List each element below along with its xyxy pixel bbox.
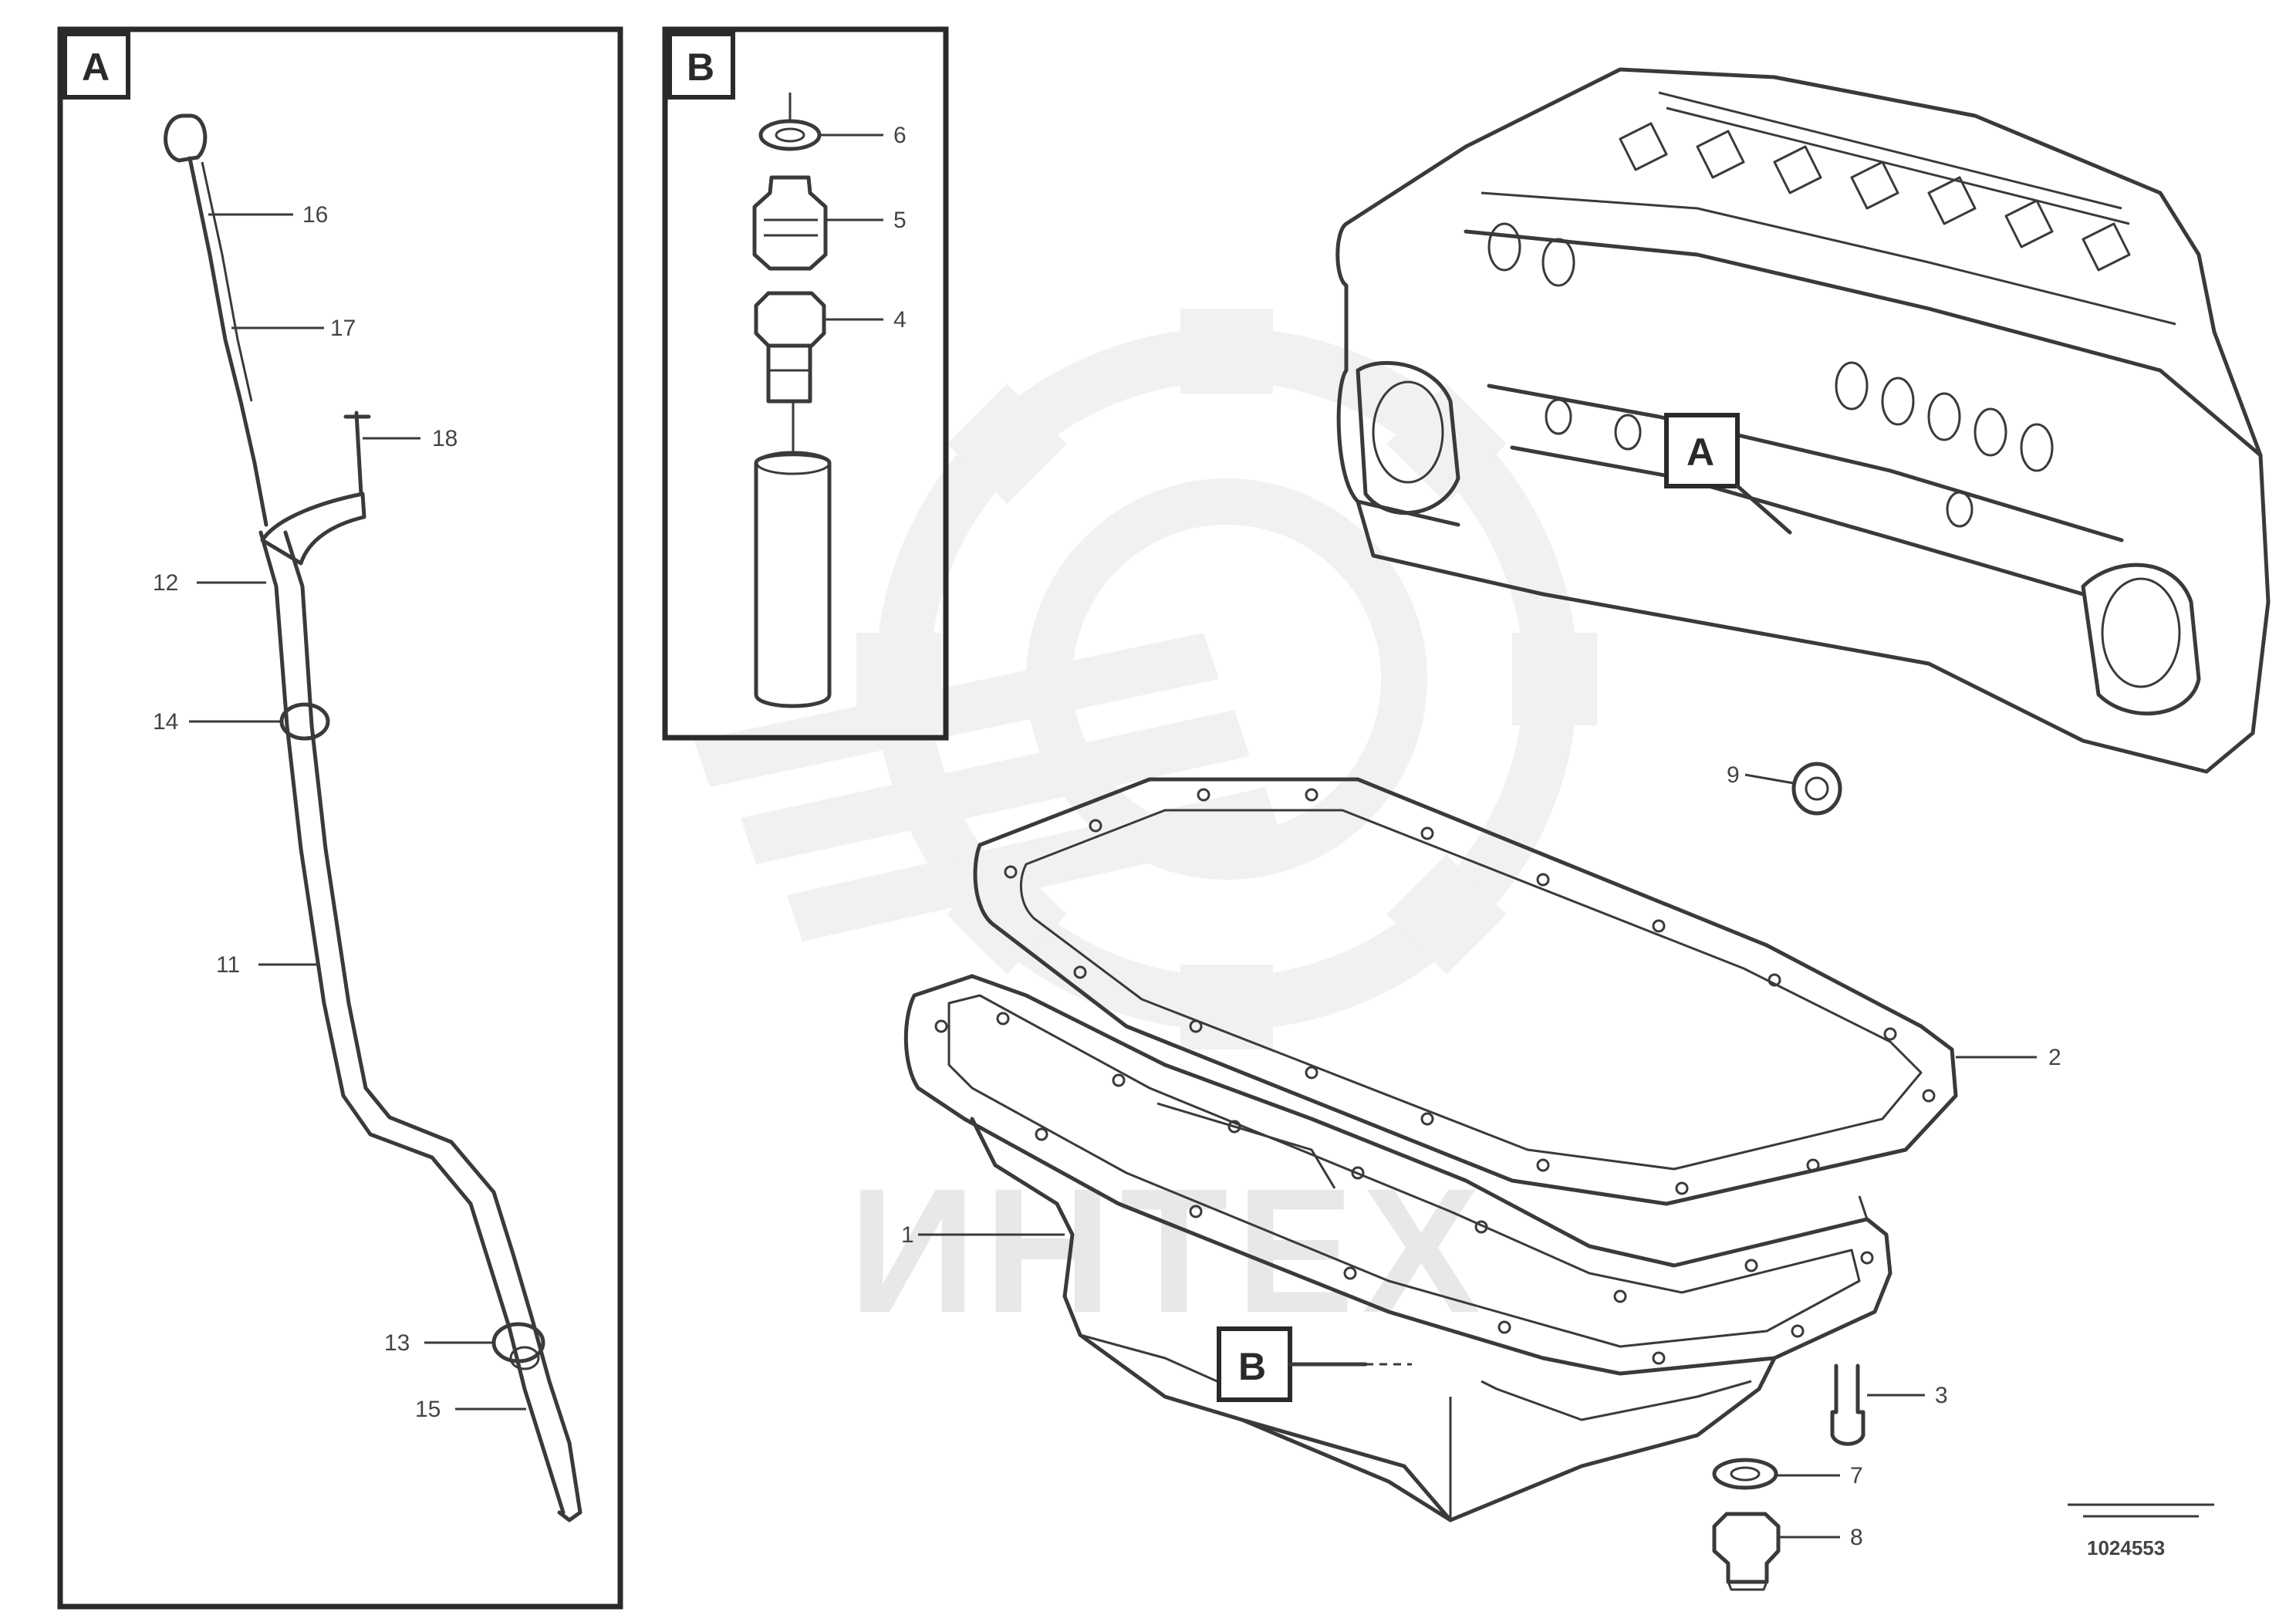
pan-tag-b-label: B [1238, 1345, 1266, 1388]
label-12: 12 [153, 570, 178, 596]
label-m1: 1 [901, 1222, 914, 1248]
washer-6 [758, 119, 822, 151]
drawing-number-block: 1024553 [2068, 1503, 2214, 1559]
guide-tube [258, 530, 566, 1515]
panel-a: A 16 17 18 12 [57, 26, 623, 1610]
label-b5: 5 [893, 208, 907, 233]
sensor-5 [752, 175, 828, 271]
label-11: 11 [216, 952, 240, 978]
tube-bracket [260, 492, 366, 566]
label-m2: 2 [2048, 1045, 2061, 1070]
panel-b: B 6 5 4 [662, 26, 949, 741]
bolt-3 [1830, 1363, 1866, 1446]
label-m7: 7 [1850, 1463, 1863, 1489]
panel-b-tag-label: B [687, 46, 714, 89]
pan-bolt-holes [934, 1012, 1874, 1365]
sensor-sleeve [754, 452, 832, 708]
drain-parts: 3 7 8 [1712, 1363, 1948, 1591]
panel-b-tag [667, 32, 735, 100]
panel-a-tag-label: A [82, 46, 110, 89]
label-m8: 8 [1850, 1525, 1863, 1550]
adapter-4 [754, 291, 826, 348]
label-13: 13 [384, 1330, 410, 1356]
watermark: ИНТЕХ [694, 309, 1597, 1350]
engine-tag-a-label: A [1687, 431, 1714, 474]
gasket-bolt-holes [1004, 788, 1936, 1195]
label-17: 17 [330, 316, 356, 341]
plug-9 [1791, 762, 1842, 816]
clamp-15 [491, 1322, 545, 1363]
label-15: 15 [415, 1397, 441, 1422]
label-16: 16 [302, 202, 328, 228]
panel-a-tag [62, 32, 130, 100]
label-b4: 4 [893, 307, 907, 333]
washer-7 [1712, 1458, 1778, 1490]
drain-plug-8 [1712, 1512, 1781, 1584]
dipstick-handle [164, 113, 208, 163]
watermark-text: ИНТЕХ [849, 1151, 1488, 1350]
dipstick-rod [187, 156, 268, 527]
label-18: 18 [432, 426, 458, 451]
panel-a-leaders [189, 213, 526, 1411]
oil-pan: 1 B [901, 974, 1893, 1522]
label-b6: 6 [893, 123, 907, 148]
engine-block: 9 A [1335, 67, 2271, 816]
label-m3: 3 [1935, 1383, 1948, 1408]
gear-logo-icon [694, 309, 1597, 1049]
panel-a-frame [57, 26, 623, 1610]
oil-pan-gasket: 2 [973, 777, 2061, 1206]
label-14: 14 [153, 709, 178, 735]
engine-tag-a [1664, 413, 1740, 488]
label-m9: 9 [1727, 762, 1740, 788]
panel-b-frame [662, 26, 949, 741]
drawing-number: 1024553 [2087, 1536, 2165, 1559]
